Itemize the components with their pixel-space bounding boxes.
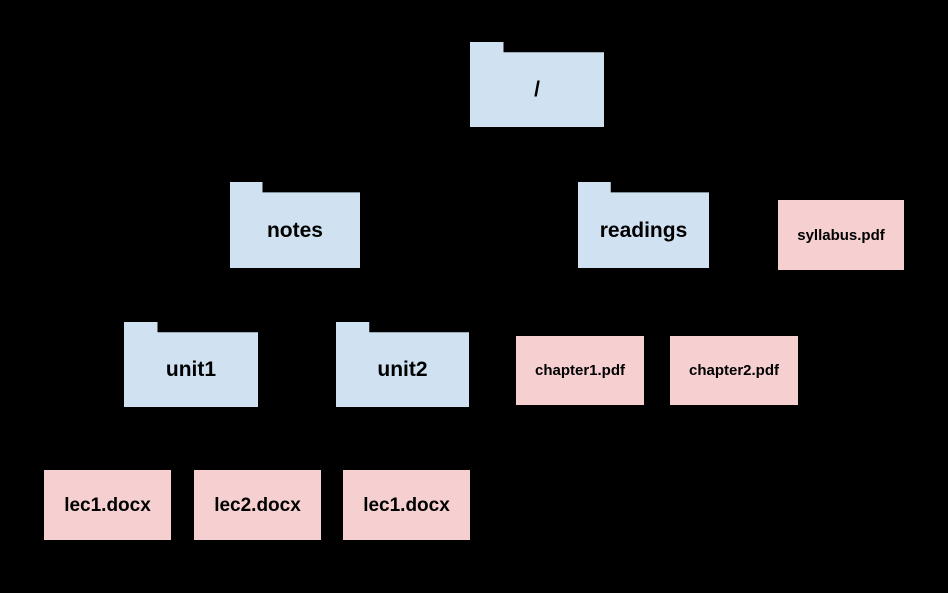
file-node-chapter2[interactable]: chapter2.pdf <box>670 336 798 405</box>
file-node-chapter1[interactable]: chapter1.pdf <box>516 336 644 405</box>
file-node-syllabus[interactable]: syllabus.pdf <box>778 200 904 270</box>
file-label: lec1.docx <box>363 494 450 516</box>
folder-node-readings[interactable]: readings <box>578 182 709 268</box>
file-label: chapter1.pdf <box>534 362 625 379</box>
file-node-lec2-unit1[interactable]: lec2.docx <box>194 470 321 540</box>
folder-node-unit1[interactable]: unit1 <box>124 322 258 407</box>
file-label: lec1.docx <box>64 494 151 516</box>
file-label: syllabus.pdf <box>797 226 885 244</box>
folder-node-root[interactable]: / <box>470 42 604 127</box>
file-label: chapter2.pdf <box>688 362 779 379</box>
file-node-lec1-unit2[interactable]: lec1.docx <box>343 470 470 540</box>
folder-label: unit1 <box>165 358 217 381</box>
folder-label: readings <box>599 218 688 242</box>
folder-node-unit2[interactable]: unit2 <box>336 322 469 407</box>
file-node-lec1-unit1[interactable]: lec1.docx <box>44 470 171 540</box>
file-label: lec2.docx <box>214 494 301 516</box>
folder-label: / <box>534 78 540 101</box>
folder-label: notes <box>266 218 323 242</box>
folder-label: unit2 <box>377 358 428 381</box>
folder-node-notes[interactable]: notes <box>230 182 360 268</box>
